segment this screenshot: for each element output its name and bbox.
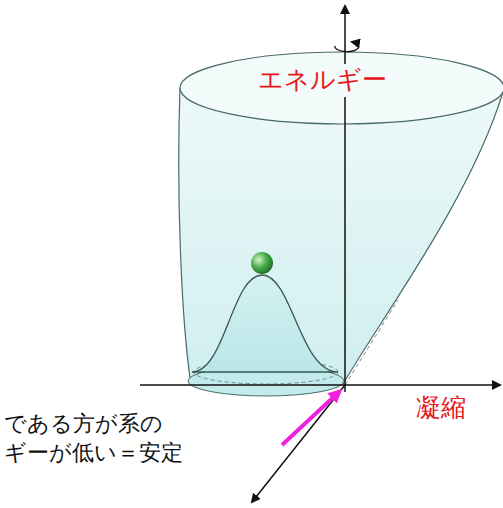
note-text: である方が系の ギーが低い＝安定 [2,410,221,467]
central-hump [192,275,338,372]
guide-line [345,300,398,385]
state-ball [251,252,273,274]
condensate-axis [140,384,500,386]
depth-axis [252,385,345,502]
pointer-arrow [282,391,340,445]
axis-label: 凝縮 [414,392,468,425]
rotation-arrow [335,42,359,52]
bowl-surface [179,88,503,390]
axis-label: エネルギー [256,64,389,97]
bowl-rim [180,52,503,124]
